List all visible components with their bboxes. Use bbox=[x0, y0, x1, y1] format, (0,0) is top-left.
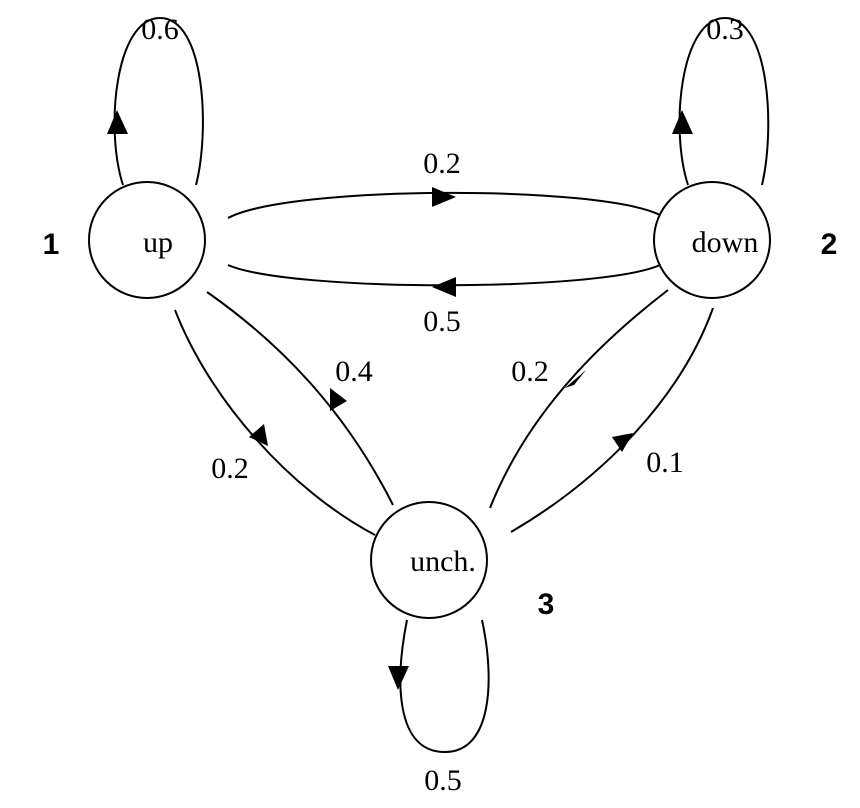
edge-down-to-unch bbox=[489, 289, 669, 509]
state-down-node bbox=[653, 181, 771, 299]
prob-label-down-to-down: 0.3 bbox=[706, 13, 744, 46]
state-up-number: 1 bbox=[43, 228, 60, 261]
state-up-label: up bbox=[143, 226, 173, 259]
arrowhead-unch-to-up bbox=[330, 388, 347, 411]
prob-label-down-to-unch: 0.2 bbox=[511, 355, 549, 388]
prob-label-unch-to-unch: 0.5 bbox=[424, 764, 462, 797]
arrowhead-down-to-down bbox=[672, 110, 693, 134]
prob-label-up-to-unch: 0.2 bbox=[211, 452, 249, 485]
state-unch-node bbox=[370, 501, 488, 619]
state-down-number: 2 bbox=[821, 228, 838, 261]
prob-label-down-to-up: 0.5 bbox=[423, 305, 461, 338]
prob-label-up-to-down: 0.2 bbox=[423, 147, 461, 180]
state-unch-label: unch. bbox=[410, 545, 476, 578]
arrowhead-up-to-up bbox=[107, 110, 128, 134]
prob-label-unch-to-up: 0.4 bbox=[335, 355, 373, 388]
arrowhead-unch-to-unch bbox=[388, 666, 409, 690]
edge-unch-to-down bbox=[510, 307, 714, 533]
edge-unch-to-unch bbox=[399, 619, 490, 754]
arrowhead-down-to-up bbox=[432, 277, 456, 297]
edge-up-to-unch bbox=[174, 309, 376, 536]
edge-unch-to-up bbox=[206, 291, 394, 506]
prob-label-up-to-up: 0.6 bbox=[141, 13, 179, 46]
arrowhead-up-to-down bbox=[432, 187, 456, 207]
arrowhead-unch-to-down bbox=[612, 433, 633, 452]
prob-label-unch-to-down: 0.1 bbox=[646, 446, 684, 479]
state-down-label: down bbox=[692, 226, 759, 259]
arrowhead-up-to-unch bbox=[249, 424, 268, 446]
arrowhead-down-to-unch bbox=[565, 370, 586, 388]
state-unch-number: 3 bbox=[538, 588, 555, 621]
state-up-node bbox=[88, 181, 206, 299]
